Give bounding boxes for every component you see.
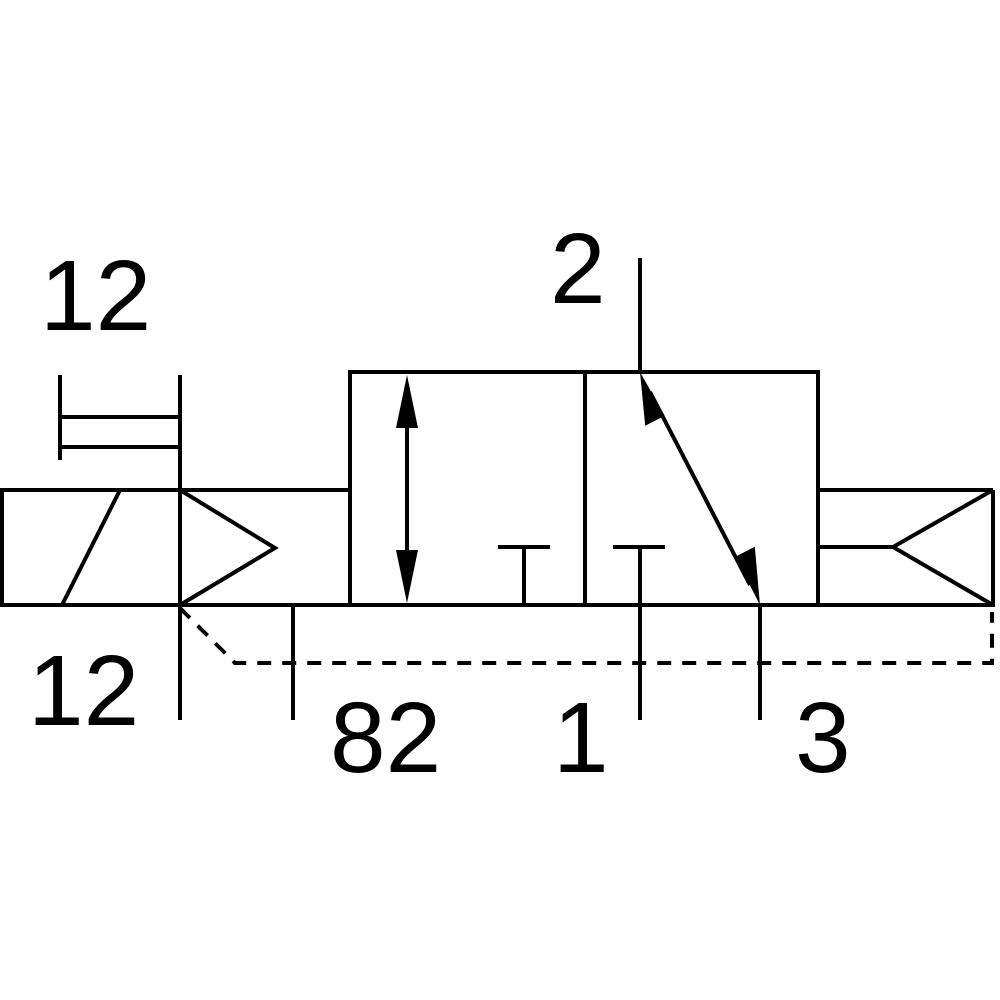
valve-position-left [396,375,550,605]
arrow-head-down [396,550,418,603]
label-pilot-bottom: 12 [28,635,139,747]
pilot-supply-dashed-line [178,606,994,665]
label-port-3: 3 [795,682,851,794]
arrow-head-up [396,375,418,428]
label-pilot-top: 12 [40,240,151,352]
arrow-head-lower [735,546,760,605]
solenoid-actuator [0,488,182,607]
pilot-actuator-left [178,488,350,607]
return-actuator-right [818,488,995,607]
arrow-head-upper [640,372,665,426]
label-port-1: 1 [553,682,609,794]
label-port-2: 2 [550,213,606,325]
manual-override-bracket [58,375,182,460]
valve-position-right [613,372,760,605]
label-port-82: 82 [330,682,441,794]
